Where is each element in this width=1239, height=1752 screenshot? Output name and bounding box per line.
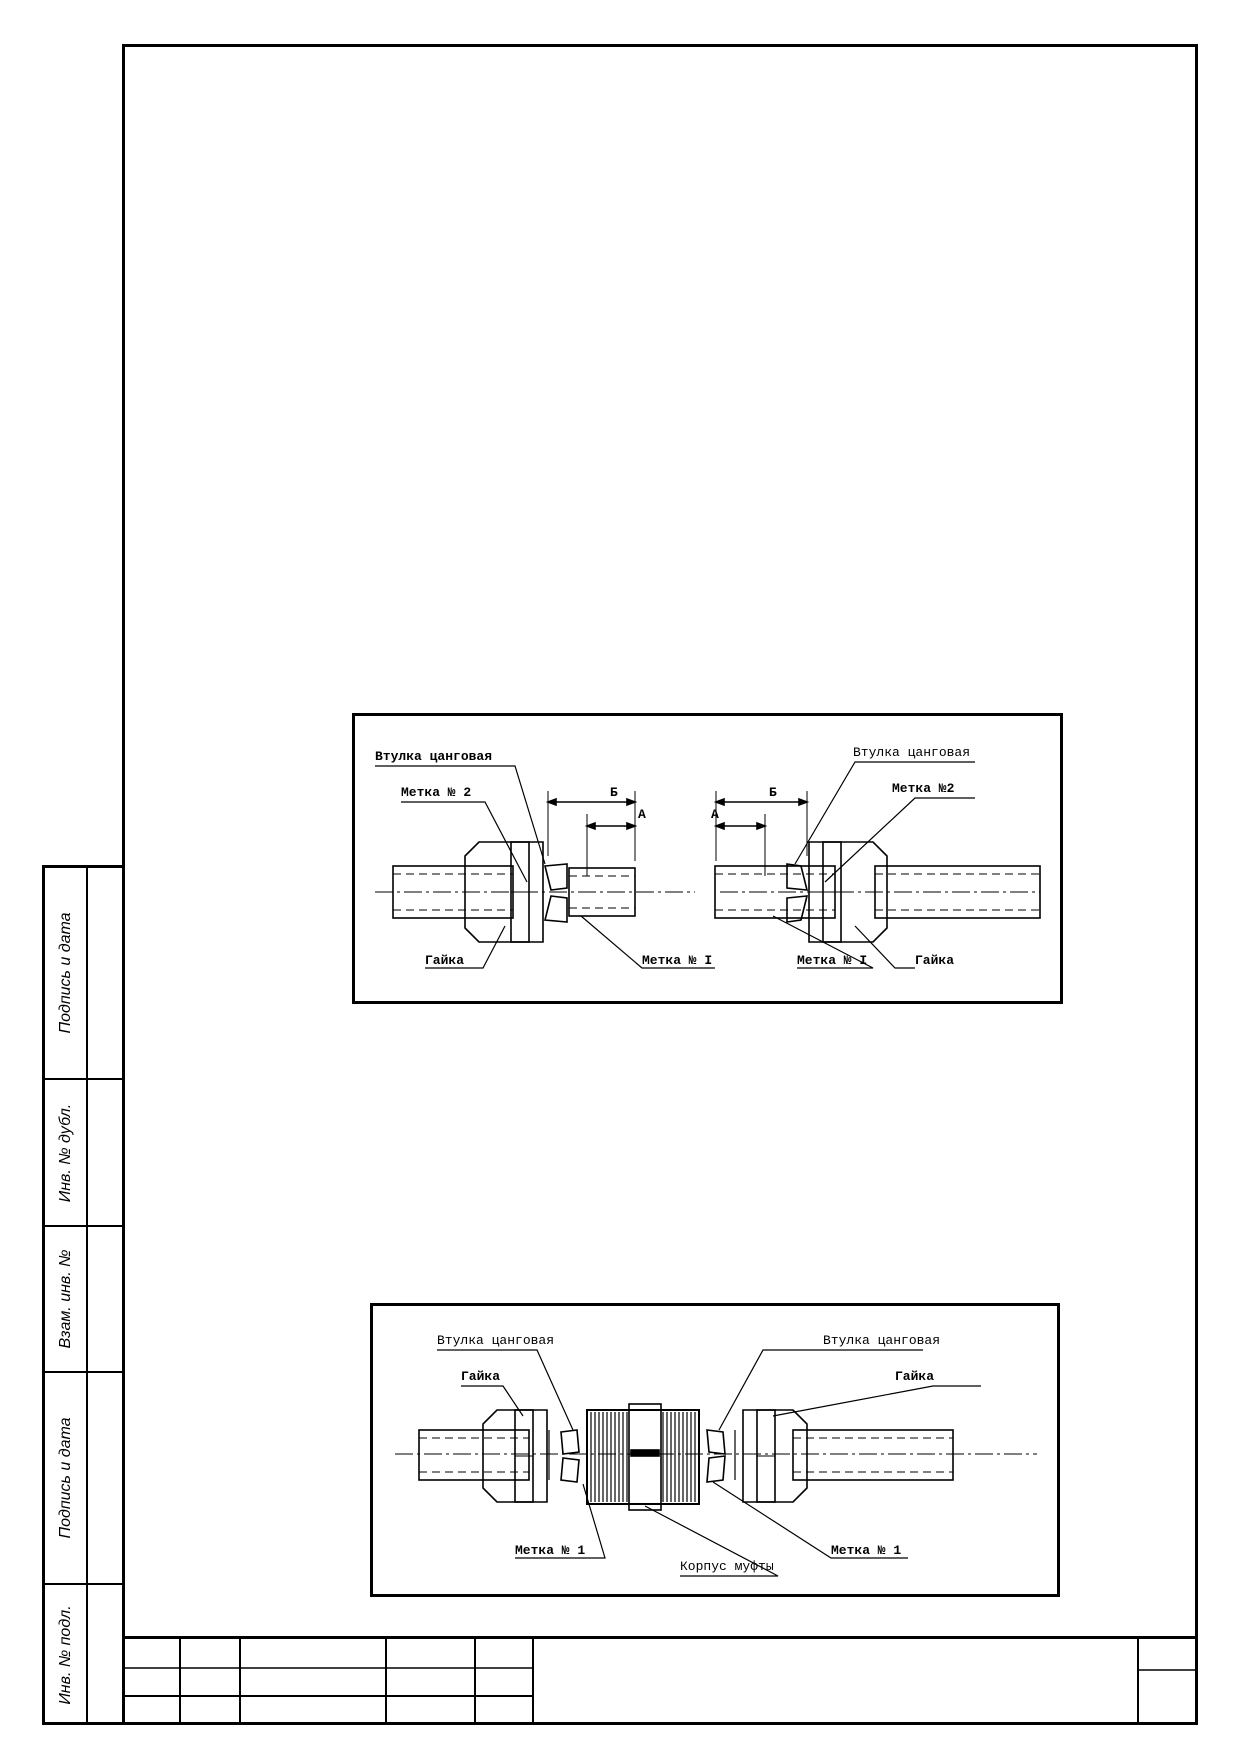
label-mark-2-left: Метка № 2	[401, 785, 471, 800]
title-block-grid	[122, 1636, 1198, 1725]
label-dim-b-right: Б	[769, 785, 777, 800]
label-mark-1-left: Метка № I	[642, 953, 712, 968]
leader-nut-right	[854, 925, 915, 969]
dim-a-left-arrow-end	[626, 821, 638, 831]
collet-block-left-bottom	[543, 895, 568, 923]
coupling-body-hex	[628, 1403, 662, 1511]
drawing-1-artwork: Втулка цанговая Метка № 2 Б А Гайка Метк…	[375, 745, 1041, 969]
label-dim-a-right: А	[711, 807, 719, 822]
dim-a-right-arrow-start	[713, 821, 725, 831]
label-dim-a-left: А	[638, 807, 646, 822]
stamp-row-signature-date-top: Подпись и дата	[45, 868, 122, 1078]
label-collet-sleeve-left: Втулка цанговая	[437, 1333, 554, 1348]
stamp-label: Инв. № подл.	[56, 1605, 74, 1705]
stamp-label-cell: Инв. № подл.	[45, 1585, 88, 1725]
pipe-left-body	[418, 1429, 530, 1481]
stamp-label-cell: Подпись и дата	[45, 1373, 88, 1583]
drawing-assembled-coupling: Втулка цанговая Втулка цанговая Гайка Га…	[370, 1303, 1060, 1597]
drawing-collet-joints: Втулка цанговая Метка № 2 Б А Гайка Метк…	[352, 713, 1063, 1004]
leader-nut-left	[425, 925, 506, 969]
stamp-row-original-inv-no: Инв. № подл.	[45, 1583, 122, 1725]
leader-nut-right	[772, 1385, 981, 1417]
stamp-label: Подпись и дата	[56, 912, 74, 1034]
dim-b-left-arrow-start	[545, 797, 557, 807]
label-collet-sleeve-right: Втулка цанговая	[823, 1333, 940, 1348]
stamp-row-dup-inv-no: Инв. № дубл.	[45, 1078, 122, 1225]
stamp-label: Подпись и дата	[56, 1417, 74, 1539]
leader-sleeve-left	[375, 765, 546, 865]
dim-b-right-arrow-end	[798, 797, 810, 807]
dim-a-left-arrow-start	[584, 821, 596, 831]
stamp-value-cell	[88, 1080, 122, 1225]
leader-mark2-right	[824, 797, 975, 883]
nut-right-outline	[808, 841, 888, 943]
drawing-frame	[122, 44, 1198, 1725]
collet-block-right-bottom	[786, 895, 809, 923]
title-block	[122, 1636, 1198, 1725]
label-mark-left: Метка № 1	[515, 1543, 585, 1558]
stamp-value-cell	[88, 868, 122, 1078]
leader-sleeve-right	[718, 1349, 923, 1431]
leader-sleeve-left	[437, 1349, 574, 1431]
label-coupling-body: Корпус муфты	[680, 1559, 774, 1574]
label-collet-sleeve-left: Втулка цанговая	[375, 749, 492, 764]
pipe-right-body	[792, 1429, 954, 1481]
leader-nut-left	[461, 1385, 524, 1417]
label-nut-left: Гайка	[425, 953, 464, 968]
stamp-value-cell	[88, 1373, 122, 1583]
leader-mark2-left	[401, 801, 528, 883]
nut-left-outline	[482, 1409, 548, 1503]
label-collet-sleeve-right: Втулка цанговая	[853, 745, 970, 760]
collet-block-left-bottom	[560, 1457, 580, 1483]
label-dim-b-left: Б	[610, 785, 618, 800]
coupling-body-outline	[586, 1409, 700, 1505]
stamp-label-cell: Взам. инв. №	[45, 1227, 88, 1371]
collet-block-left-top	[560, 1429, 580, 1455]
label-mark-1-right: Метка № I	[797, 953, 867, 968]
leader-sleeve-right	[794, 761, 975, 865]
margin-stamp: Подпись и дата Инв. № дубл. Взам. инв. №…	[42, 865, 122, 1725]
nut-left-outline	[464, 841, 544, 943]
stamp-label-cell: Подпись и дата	[45, 868, 88, 1078]
stamp-value-cell	[88, 1227, 122, 1371]
label-mark-2-right: Метка №2	[892, 781, 955, 796]
collet-block-right-bottom	[706, 1455, 726, 1483]
leader-mark1-right	[772, 915, 874, 969]
drawing-2-artwork: Втулка цанговая Втулка цанговая Гайка Га…	[395, 1333, 1037, 1577]
stamp-row-signature-date-bottom: Подпись и дата	[45, 1371, 122, 1583]
stamp-row-replaced-inv-no: Взам. инв. №	[45, 1225, 122, 1371]
leader-body	[644, 1505, 779, 1577]
leader-mark-left	[515, 1483, 606, 1559]
pipe-left-inner-body	[568, 867, 636, 917]
label-nut-left: Гайка	[461, 1369, 500, 1384]
label-nut-right: Гайка	[895, 1369, 934, 1384]
stamp-label: Инв. № дубл.	[56, 1103, 74, 1202]
stamp-value-cell	[88, 1585, 122, 1725]
collet-block-right-top	[706, 1429, 726, 1455]
dim-b-right-arrow-start	[713, 797, 725, 807]
leader-mark1-left	[580, 915, 715, 969]
leader-mark-right	[712, 1481, 908, 1559]
title-block-lines	[122, 1636, 1198, 1725]
label-nut-right: Гайка	[915, 953, 954, 968]
label-mark-right: Метка № 1	[831, 1543, 901, 1558]
drawing-1-geometry	[375, 761, 1041, 969]
collet-block-right-top	[786, 863, 809, 891]
stamp-label: Взам. инв. №	[56, 1249, 74, 1349]
drawing-2-geometry	[395, 1349, 1037, 1577]
pipe-right-outer-body	[874, 865, 1041, 919]
dim-a-right-arrow-end	[756, 821, 768, 831]
dim-b-left-arrow-end	[626, 797, 638, 807]
coupling-body-slot	[630, 1449, 660, 1457]
stamp-label-cell: Инв. № дубл.	[45, 1080, 88, 1225]
collet-block-left-top	[543, 863, 568, 891]
